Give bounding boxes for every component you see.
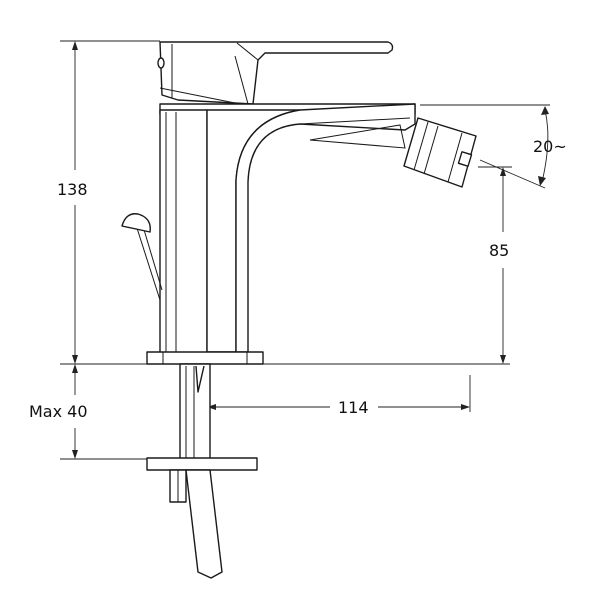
aerator-nozzle — [403, 117, 477, 188]
dimension-20-label: 20~ — [533, 137, 567, 156]
dimension-85-label: 85 — [489, 241, 509, 260]
fixing-assembly — [146, 363, 258, 579]
popup-rod — [121, 213, 163, 301]
dimension-max40-label: Max 40 — [29, 402, 88, 421]
dimension-114-label: 114 — [338, 398, 369, 417]
dimension-lines — [60, 40, 550, 460]
faucet-body — [121, 41, 477, 579]
dimension-138-label: 138 — [57, 180, 88, 199]
base-flange — [146, 351, 264, 365]
